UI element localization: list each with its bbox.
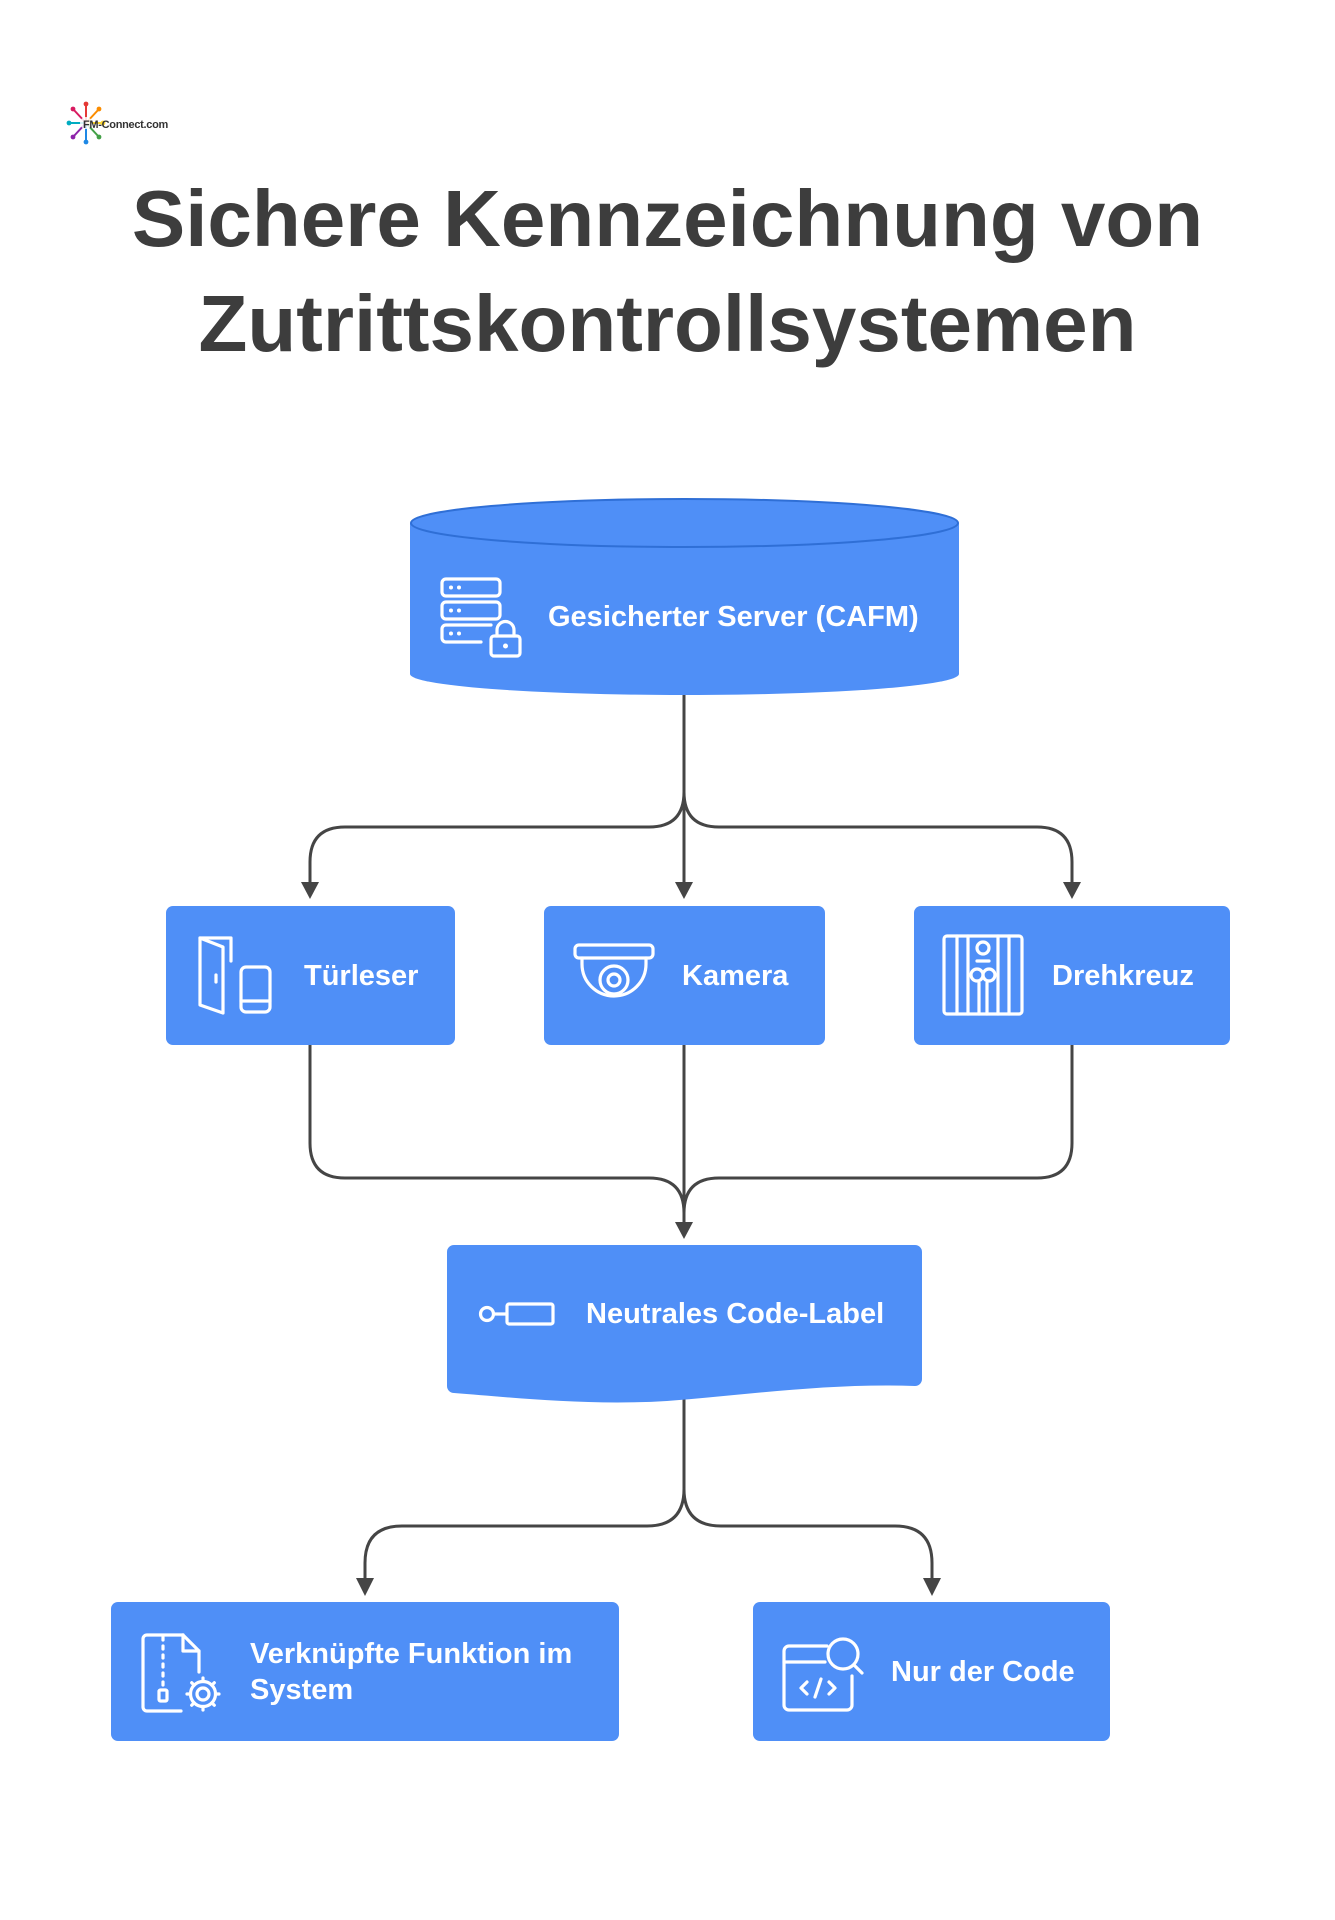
- code-label-document-shape: [447, 1245, 922, 1403]
- node-code-label-label: Neutrales Code-Label: [586, 1298, 885, 1330]
- node-door-reader: Türleser: [166, 906, 455, 1045]
- arrowhead-camera: [675, 882, 693, 899]
- page-title-line-2: Zutrittskontrollsystemen: [198, 279, 1137, 368]
- arrowhead-code-label: [675, 1222, 693, 1239]
- node-code-label: Neutrales Code-Label: [447, 1245, 922, 1407]
- node-camera: Kamera: [544, 906, 825, 1045]
- connector-code-label-to-only-code: [682, 1487, 934, 1582]
- dome-camera-icon: [573, 943, 655, 998]
- node-turnstile-label: Drehkreuz: [1052, 959, 1194, 992]
- server-cylinder-shape: [410, 498, 959, 695]
- code-search-icon: [782, 1637, 864, 1712]
- door-reader-icon: [198, 936, 272, 1015]
- node-only-code: Nur der Code: [753, 1602, 1110, 1741]
- node-server-label: Gesicherter Server (CAFM): [548, 601, 919, 633]
- connector-turnstile-to-code-label: [682, 1038, 1074, 1226]
- node-linked-function-label: Verknüpfte Funktion im System: [250, 1637, 573, 1706]
- connector-code-label-to-linked-function: [363, 1487, 686, 1582]
- page-title: Sichere Kennzeichnung von Zutrittskontro…: [0, 166, 1335, 376]
- node-door-reader-label: Türleser: [304, 959, 419, 992]
- connector-door-reader-to-code-label: [308, 1038, 686, 1226]
- logo-text: FM-Connect.com: [83, 119, 169, 131]
- connector-server-to-turnstile: [682, 790, 1074, 886]
- arrowhead-linked-function: [356, 1578, 374, 1596]
- node-turnstile: Drehkreuz: [914, 906, 1230, 1045]
- node-server: Gesicherter Server (CAFM): [410, 498, 959, 698]
- arrowhead-only-code: [923, 1578, 941, 1596]
- page-title-line-1: Sichere Kennzeichnung von: [131, 174, 1204, 263]
- turnstile-icon: [942, 934, 1024, 1016]
- connector-server-to-door-reader: [308, 790, 686, 886]
- node-linked-function: Verknüpfte Funktion im System: [111, 1602, 619, 1741]
- arrowhead-door-reader: [301, 882, 319, 899]
- tag-icon: [478, 1302, 555, 1326]
- logo: FM-Connect.com: [66, 100, 169, 150]
- logo-starburst-icon: [66, 101, 106, 145]
- file-gear-icon: [141, 1633, 221, 1713]
- node-camera-label: Kamera: [682, 959, 789, 992]
- node-only-code-label: Nur der Code: [891, 1655, 1075, 1688]
- arrowhead-turnstile: [1063, 882, 1081, 899]
- server-lock-icon: [440, 577, 522, 658]
